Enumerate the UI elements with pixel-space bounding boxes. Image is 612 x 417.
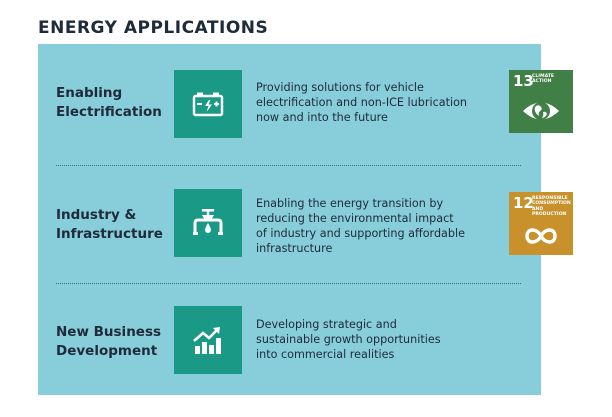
sdg-label: RESPONSIBLE CONSUMPTION AND PRODUCTION xyxy=(532,196,571,218)
sdg-number: 13 xyxy=(513,72,534,90)
eye-globe-icon xyxy=(523,102,559,120)
row-icon-tile xyxy=(174,189,242,257)
row-title: Enabling Electrification xyxy=(56,85,162,120)
energy-applications-panel xyxy=(38,44,541,395)
sdg-label: CLIMATE ACTION xyxy=(532,74,555,85)
growth-chart-icon xyxy=(193,327,221,354)
row-title: New Business Development xyxy=(56,324,162,359)
page-title: ENERGY APPLICATIONS xyxy=(38,18,269,38)
row-divider xyxy=(56,165,521,166)
row-icon-tile xyxy=(174,306,242,374)
row-description: Enabling the energy transition by reduci… xyxy=(256,197,465,255)
row-icon-tile xyxy=(174,70,242,138)
row-divider xyxy=(56,283,521,284)
sdg-12-responsible-consumption-badge: 12 RESPONSIBLE CONSUMPTION AND PRODUCTIO… xyxy=(509,192,573,255)
sdg-number: 12 xyxy=(513,194,534,212)
infinity-icon xyxy=(525,228,557,244)
row-title: Industry & Infrastructure xyxy=(56,207,163,242)
row-description: Providing solutions for vehicle electrif… xyxy=(256,81,468,124)
battery-icon xyxy=(192,92,224,117)
row-description: Developing strategic and sustainable gro… xyxy=(256,318,441,361)
pipeline-valve-icon xyxy=(193,209,223,235)
sdg-13-climate-action-badge: 13 CLIMATE ACTION xyxy=(509,70,573,133)
